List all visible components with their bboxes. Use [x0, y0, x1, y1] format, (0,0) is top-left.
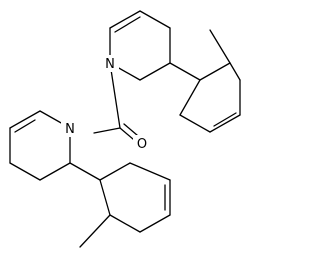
bond: [139, 62, 171, 81]
oxygen-label: O: [137, 137, 147, 152]
upper-tetrahydropyridine-ring: [109, 10, 171, 81]
bond: [109, 10, 141, 29]
bond: [109, 214, 141, 233]
bond: [109, 62, 121, 129]
bond: [39, 162, 71, 181]
bond: [93, 127, 121, 134]
methyl-bond: [209, 29, 231, 64]
bond: [99, 162, 131, 181]
nitrogen-label: N: [65, 122, 75, 137]
atom-label-o: O: [133, 135, 151, 152]
bond: [139, 10, 171, 29]
bond: [179, 114, 211, 133]
nitrogen-label: N: [105, 57, 115, 72]
double-bond-inner: [114, 16, 141, 33]
bond: [199, 62, 231, 81]
chemical-structure-diagram: N O N: [9, 10, 241, 248]
atom-label-n-top: N: [101, 55, 119, 72]
bond: [179, 79, 201, 116]
bond: [209, 114, 241, 133]
bond: [9, 110, 41, 129]
bond: [99, 179, 111, 216]
bond: [169, 62, 201, 81]
bond: [9, 162, 41, 181]
upper-methylcyclohexene-ring: [169, 29, 241, 133]
atom-label-n-bottom: N: [61, 120, 79, 137]
methyl-bond: [79, 214, 111, 248]
bond: [139, 214, 171, 233]
bond: [69, 162, 101, 181]
lower-methylcyclohexene-ring: [69, 162, 171, 248]
double-bond-inner: [14, 119, 36, 133]
double-bond-inner: [213, 112, 237, 127]
carbonyl-group: [93, 62, 145, 146]
bond: [229, 62, 241, 81]
bond: [129, 162, 171, 181]
